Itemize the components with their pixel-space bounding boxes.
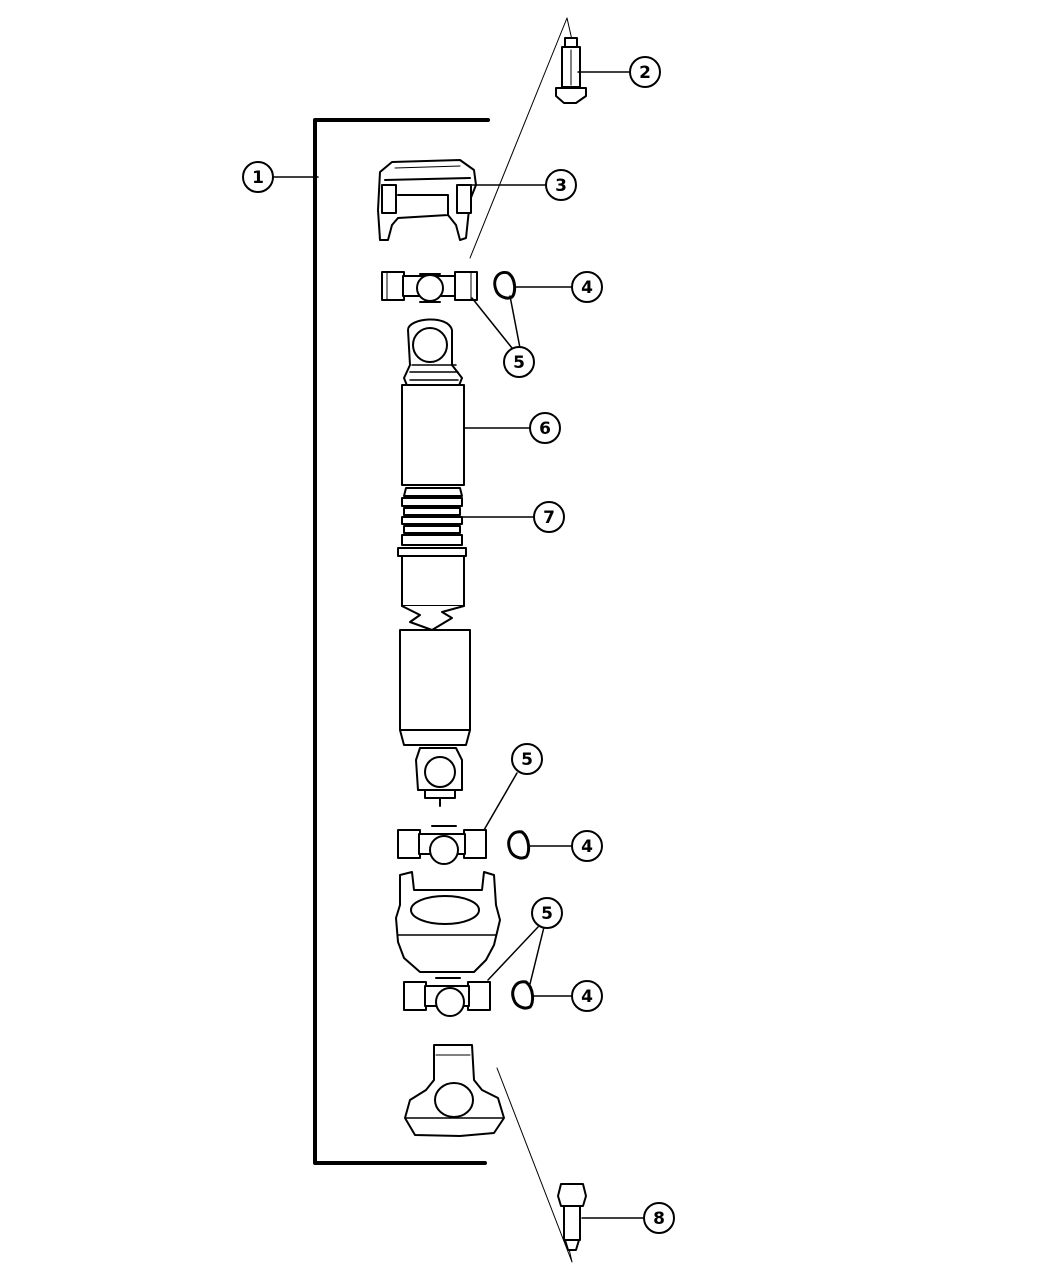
callout-4b-label: 4 [581,837,593,857]
leader-lines [271,71,645,1219]
callout-3-circle [545,169,577,201]
callout-5b-circle [511,743,543,775]
explode-line-bottom [496,1067,573,1263]
bolt-bottom [557,1183,587,1251]
u-joint-lower [403,977,491,1017]
callout-7-label: 7 [543,508,555,528]
callout-5a-circle [503,346,535,378]
flange-yoke [404,1044,505,1137]
callout-5a-label: 5 [513,353,525,373]
callout-4c-label: 4 [581,987,593,1007]
callout-6-circle [529,412,561,444]
callout-5c-label: 5 [541,904,553,924]
end-yoke-top [377,159,477,241]
snap-ring-middle [507,830,531,860]
callout-2-label: 2 [639,63,651,83]
tube-section-middle [399,555,471,746]
snap-ring-lower [511,980,535,1010]
callout-circles [242,56,675,1234]
u-joint-top [381,271,478,303]
tube-yoke-rear [415,747,463,807]
center-yoke-housing [395,871,501,973]
callout-6-label: 6 [539,419,551,439]
callout-2-circle [629,56,661,88]
callout-1-label: 1 [252,168,264,188]
callout-4a-circle [571,271,603,303]
explode-line-top [469,17,573,259]
snap-ring-top [493,270,517,300]
callout-4b-circle [571,830,603,862]
callout-1-circle [242,161,274,193]
slip-yoke [403,318,463,389]
callout-5c-circle [531,897,563,929]
bolt-top [555,37,587,104]
u-joint-middle [397,825,487,865]
assembly-bracket [313,118,490,1165]
callout-4c-circle [571,980,603,1012]
callout-4a-label: 4 [581,278,593,298]
tube-section-upper [401,384,465,486]
callout-8-label: 8 [653,1209,665,1229]
callout-5b-label: 5 [521,750,533,770]
spline-section [397,487,467,557]
callout-8-circle [643,1202,675,1234]
callout-3-label: 3 [555,176,567,196]
callout-7-circle [533,501,565,533]
